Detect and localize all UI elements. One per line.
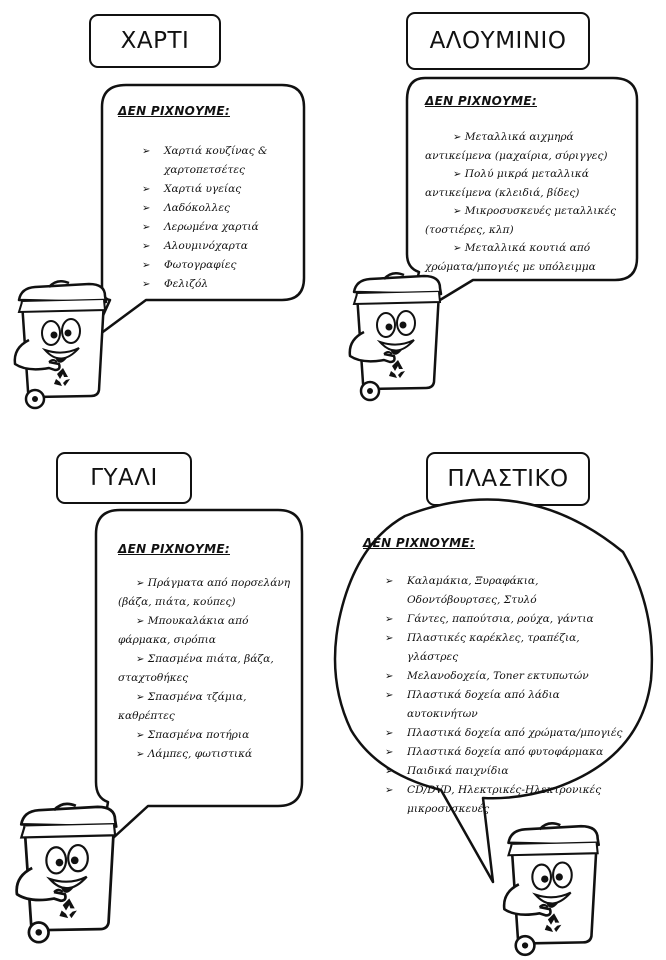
- section-plastic: ΠΛΑΣΤΙΚΟ ΔΕΝ ΡΙΧΝΟΥΜΕ: ➢Καλαμάκια, Ξυραφ…: [333, 430, 666, 960]
- list-item: ➢Λερωμένα χαρτιά: [142, 218, 298, 237]
- plastic-speech-bubble: [333, 498, 654, 884]
- aluminium-speech-bubble: [405, 76, 639, 322]
- glass-title: ΓΥΑΛΙ: [56, 452, 192, 504]
- list-item: ➢ Σπασμένα ποτήρια: [118, 726, 293, 745]
- list-item: ➢Φωτογραφίες: [142, 256, 298, 275]
- list-item: ➢Πλαστικά δοχεία από χρώματα/μπογιές: [385, 724, 633, 743]
- bin-character-icon: [6, 800, 126, 948]
- plastic-heading: ΔΕΝ ΡΙΧΝΟΥΜΕ:: [363, 536, 475, 550]
- list-item: ➢ Πολύ μικρά μεταλλικά αντικείμενα (κλει…: [425, 168, 589, 199]
- aluminium-heading: ΔΕΝ ΡΙΧΝΟΥΜΕ:: [425, 94, 537, 108]
- arrow-bullet-icon: ➢: [453, 169, 462, 180]
- arrow-bullet-icon: ➢: [142, 184, 151, 195]
- glass-list: ➢ Πράγματα από πορσελάνη (βάζα, πιάτα, κ…: [118, 574, 293, 764]
- plastic-title-text: ΠΛΑΣΤΙΚΟ: [447, 466, 569, 492]
- list-item: ➢Πλαστικές καρέκλες, τραπέζια, γλάστρες: [385, 629, 633, 667]
- aluminium-list: ➢ Μεταλλικά αιχμηρά αντικείμενα (μαχαίρι…: [425, 128, 630, 276]
- list-item: ➢Λαδόκολλες: [142, 199, 298, 218]
- arrow-bullet-icon: ➢: [142, 146, 151, 157]
- arrow-bullet-icon: ➢: [453, 243, 462, 254]
- arrow-bullet-icon: ➢: [385, 728, 394, 739]
- list-item: ➢ Πράγματα από πορσελάνη (βάζα, πιάτα, κ…: [118, 577, 291, 608]
- arrow-bullet-icon: ➢: [385, 671, 394, 682]
- section-aluminium: ΑΛΟΥΜΙΝΙΟ ΔΕΝ ΡΙΧΝΟΥΜΕ: ➢ Μεταλλικά αιχμ…: [333, 0, 666, 430]
- glass-speech-bubble: [94, 508, 304, 852]
- list-item: ➢ Μεταλλικά αιχμηρά αντικείμενα (μαχαίρι…: [425, 131, 608, 162]
- arrow-bullet-icon: ➢: [385, 766, 394, 777]
- bin-character-icon: [339, 270, 451, 405]
- arrow-bullet-icon: ➢: [142, 279, 151, 290]
- list-item: ➢Πλαστικά δοχεία από λάδια αυτοκινήτων: [385, 686, 633, 724]
- arrow-bullet-icon: ➢: [136, 749, 145, 760]
- paper-title-text: ΧΑΡΤΙ: [120, 28, 190, 54]
- list-item: ➢Γάντες, παπούτσια, ρούχα, γάντια: [385, 610, 633, 629]
- plastic-list: ➢Καλαμάκια, Ξυραφάκια, Οδοντόβουρτσες, Σ…: [385, 572, 633, 819]
- list-item: ➢ Σπασμένα τζάμια, καθρέπτες: [118, 691, 247, 722]
- list-item: ➢Φελιζόλ: [142, 275, 298, 294]
- arrow-bullet-icon: ➢: [385, 785, 394, 796]
- glass-heading: ΔΕΝ ΡΙΧΝΟΥΜΕ:: [118, 542, 230, 556]
- arrow-bullet-icon: ➢: [136, 616, 145, 627]
- arrow-bullet-icon: ➢: [385, 633, 394, 644]
- paper-list: ➢Χαρτιά κουζίνας & χαρτοπετσέτες ➢Χαρτιά…: [142, 142, 298, 294]
- bin-character-icon: [4, 278, 116, 413]
- list-item: ➢ Μεταλλικά κουτιά από χρώματα/μπογιές μ…: [425, 242, 596, 273]
- arrow-bullet-icon: ➢: [142, 222, 151, 233]
- arrow-bullet-icon: ➢: [453, 206, 462, 217]
- list-item: ➢ Μικροσυσκευές μεταλλικές (τοστιέρες, κ…: [425, 205, 617, 236]
- arrow-bullet-icon: ➢: [385, 690, 394, 701]
- list-item: ➢ Λάμπες, φωτιστικά: [118, 745, 293, 764]
- plastic-title: ΠΛΑΣΤΙΚΟ: [426, 452, 590, 506]
- list-item: ➢Μελανοδοχεία, Toner εκτυπωτών: [385, 667, 633, 686]
- paper-heading: ΔΕΝ ΡΙΧΝΟΥΜΕ:: [118, 104, 230, 118]
- arrow-bullet-icon: ➢: [142, 203, 151, 214]
- arrow-bullet-icon: ➢: [136, 654, 145, 665]
- arrow-bullet-icon: ➢: [385, 614, 394, 625]
- arrow-bullet-icon: ➢: [453, 132, 462, 143]
- list-item: ➢Χαρτιά υγείας: [142, 180, 298, 199]
- paper-title: ΧΑΡΤΙ: [89, 14, 221, 68]
- glass-title-text: ΓΥΑΛΙ: [90, 465, 158, 491]
- list-item: ➢Παιδικά παιχνίδια: [385, 762, 633, 781]
- arrow-bullet-icon: ➢: [136, 730, 145, 741]
- list-item: ➢Αλουμινόχαρτα: [142, 237, 298, 256]
- bin-character-icon: [493, 820, 609, 960]
- arrow-bullet-icon: ➢: [385, 576, 394, 587]
- list-item: ➢ Μπουκαλάκια από φάρμακα, σιρόπια: [118, 615, 249, 646]
- arrow-bullet-icon: ➢: [136, 578, 145, 589]
- paper-speech-bubble: [90, 83, 306, 342]
- list-item: ➢CD/DVD, Ηλεκτρικές-Ηλεκτρονικές μικροσυ…: [385, 781, 633, 819]
- arrow-bullet-icon: ➢: [142, 241, 151, 252]
- arrow-bullet-icon: ➢: [136, 692, 145, 703]
- list-item: ➢ Σπασμένα πιάτα, βάζα, σταχτοθήκες: [118, 653, 274, 684]
- arrow-bullet-icon: ➢: [142, 260, 151, 271]
- aluminium-title: ΑΛΟΥΜΙΝΙΟ: [406, 12, 590, 70]
- aluminium-title-text: ΑΛΟΥΜΙΝΙΟ: [429, 28, 567, 54]
- section-paper: ΧΑΡΤΙ ΔΕΝ ΡΙΧΝΟΥΜΕ: ➢Χαρτιά κουζίνας & χ…: [0, 0, 333, 430]
- list-item: ➢Καλαμάκια, Ξυραφάκια, Οδοντόβουρτσες, Σ…: [385, 572, 633, 610]
- list-item: ➢Χαρτιά κουζίνας & χαρτοπετσέτες: [142, 142, 298, 180]
- list-item: ➢Πλαστικά δοχεία από φυτοφάρμακα: [385, 743, 633, 762]
- arrow-bullet-icon: ➢: [385, 747, 394, 758]
- section-glass: ΓΥΑΛΙ ΔΕΝ ΡΙΧΝΟΥΜΕ: ➢ Πράγματα από πορσε…: [0, 430, 333, 960]
